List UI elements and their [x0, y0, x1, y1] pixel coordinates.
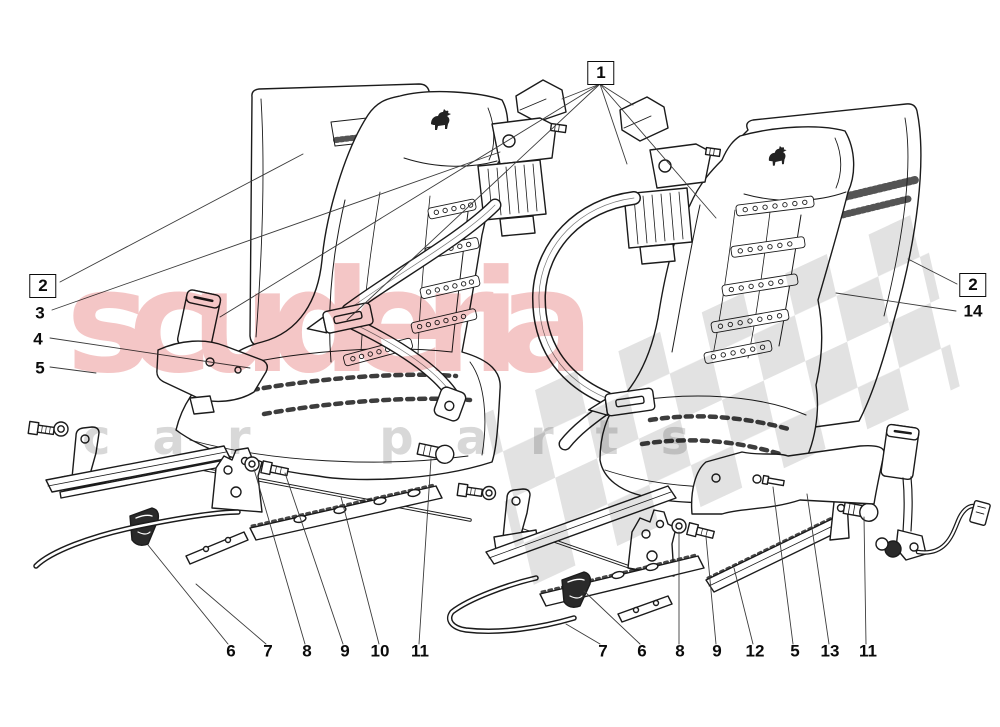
- washer-icon: [481, 485, 497, 501]
- left-belt-buckle: [176, 289, 222, 365]
- callout-4: 4: [33, 329, 43, 349]
- callout-6-br: 6: [637, 641, 647, 661]
- left-side-bracket: [156, 340, 269, 415]
- link-strip: [617, 595, 673, 623]
- belt-anchor-plate: [433, 386, 467, 422]
- link-strip: [185, 531, 249, 565]
- callout-9-br: 9: [712, 641, 722, 661]
- callout-5-br: 5: [790, 641, 800, 661]
- callout-6-bl: 6: [226, 641, 236, 661]
- bolt-icon: [686, 522, 715, 539]
- washer-icon: [671, 518, 687, 534]
- bolt-icon: [260, 460, 289, 477]
- cable-connector: [969, 500, 991, 526]
- callout-8-bl: 8: [302, 641, 312, 661]
- callout-1: 1: [587, 61, 615, 85]
- shoulder-bolt-icon: [416, 442, 455, 464]
- bolt-icon: [456, 482, 483, 498]
- callout-11-br: 11: [859, 641, 877, 661]
- callout-11-bl: 11: [411, 641, 429, 661]
- right-belt-buckle-assembly: [875, 423, 991, 561]
- callout-3: 3: [35, 303, 45, 323]
- release-rod: [446, 575, 577, 634]
- adjuster-knob: [561, 571, 592, 609]
- lamborghini-bull-logo: [768, 145, 787, 166]
- bolt-icon: [27, 420, 55, 436]
- callout-9-bl: 9: [340, 641, 350, 661]
- callout-8-br: 8: [675, 641, 685, 661]
- callout-7-br: 7: [598, 641, 608, 661]
- left-rail-assembly: [27, 420, 472, 569]
- seat-rail-long: [705, 514, 847, 593]
- callout-12-br: 12: [745, 641, 765, 661]
- left-belt-pad: [515, 79, 567, 123]
- seat-rail-lower: [249, 483, 443, 541]
- sensor-cable: [915, 503, 976, 555]
- lamborghini-bull-logo: [431, 109, 451, 130]
- belt-guide-fitting: [306, 302, 374, 334]
- washer-icon: [53, 421, 69, 437]
- right-belt-pad: [619, 96, 669, 142]
- left-seat-belt: [306, 198, 502, 422]
- callout-2-right: 2: [959, 273, 987, 297]
- washer-icon: [244, 456, 260, 472]
- callout-14: 14: [963, 301, 983, 321]
- callout-13-br: 13: [820, 641, 840, 661]
- release-rod: [33, 509, 241, 569]
- washer-icon: [875, 537, 889, 551]
- right-seat: [599, 126, 855, 504]
- callout-5-left: 5: [35, 358, 45, 378]
- callout-10-bl: 10: [370, 641, 390, 661]
- callout-2-left: 2: [29, 274, 57, 298]
- callout-7-bl: 7: [263, 641, 273, 661]
